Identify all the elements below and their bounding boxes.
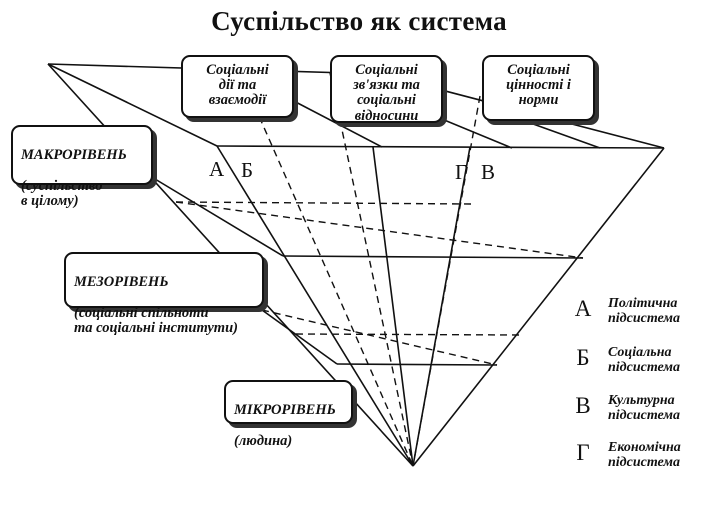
diagram-title: Суспільство як система [211,6,507,36]
legend-text-b: Соціальна підсистема [608,345,680,376]
hidden-radial-2 [329,72,414,467]
level-desc-micro: (людина) [234,432,293,449]
level-line-macro-meso [282,255,584,259]
pyramid-left-back-edge [47,63,218,147]
legend-text-v: Культурна підсистема [608,393,680,424]
level-desc-meso: (соціальні спільноти та соціальні інстит… [74,304,238,336]
level-box-macro: МАКРОРІВЕНЬ (суспільство в цілому) [11,125,153,209]
hidden-back-line-2 [295,333,521,336]
legend-text-g: Економічна підсистема [608,440,681,471]
left-level-line-2 [261,309,338,365]
left-level-line-1 [149,175,284,257]
hidden-level-line-2 [261,309,498,366]
level-box-micro: МІКРОРІВЕНЬ (людина) [224,380,353,448]
legend-text-a: Політична підсистема [608,296,680,327]
pyramid-front-left-edge [216,145,414,467]
legend-letter-a: А [574,296,592,321]
hidden-radial-3 [412,95,481,467]
level-name-macro: МАКРОРІВЕНЬ [21,147,127,164]
level-box-meso: МЕЗОРІВЕНЬ (соціальні спільноти та соціа… [64,252,264,336]
legend-letter-g: Г [576,440,590,465]
division-line-2 [412,146,471,467]
level-desc-macro: (суспільство в цілому) [21,177,103,209]
face-letter-b: Б [241,158,254,182]
legend-letter-v: В [575,393,591,418]
face-letter-a: А [209,157,225,181]
level-name-micro: МІКРОРІВЕНЬ [234,402,336,419]
face-letter-v: В [481,160,496,184]
hidden-level-line-1 [175,201,584,259]
level-line-meso-micro [336,363,498,366]
top-box-values: Соціальні цінності і норми [482,55,595,121]
top-box-relations: Соціальні зв'язки та соціальні відносини [330,55,443,123]
connector-line-1 [287,97,383,148]
face-letter-g: Г [455,160,468,184]
pyramid-right-edge [412,147,665,467]
hidden-back-line-1 [175,201,473,205]
division-line-1 [372,146,414,467]
legend-letter-b: Б [576,345,590,370]
connector-line-3 [521,119,601,149]
top-box-actions: Соціальні дії та взаємодії [181,55,294,118]
level-name-meso: МЕЗОРІВЕНЬ [74,274,169,291]
pyramid-front-top-edge [216,145,665,149]
